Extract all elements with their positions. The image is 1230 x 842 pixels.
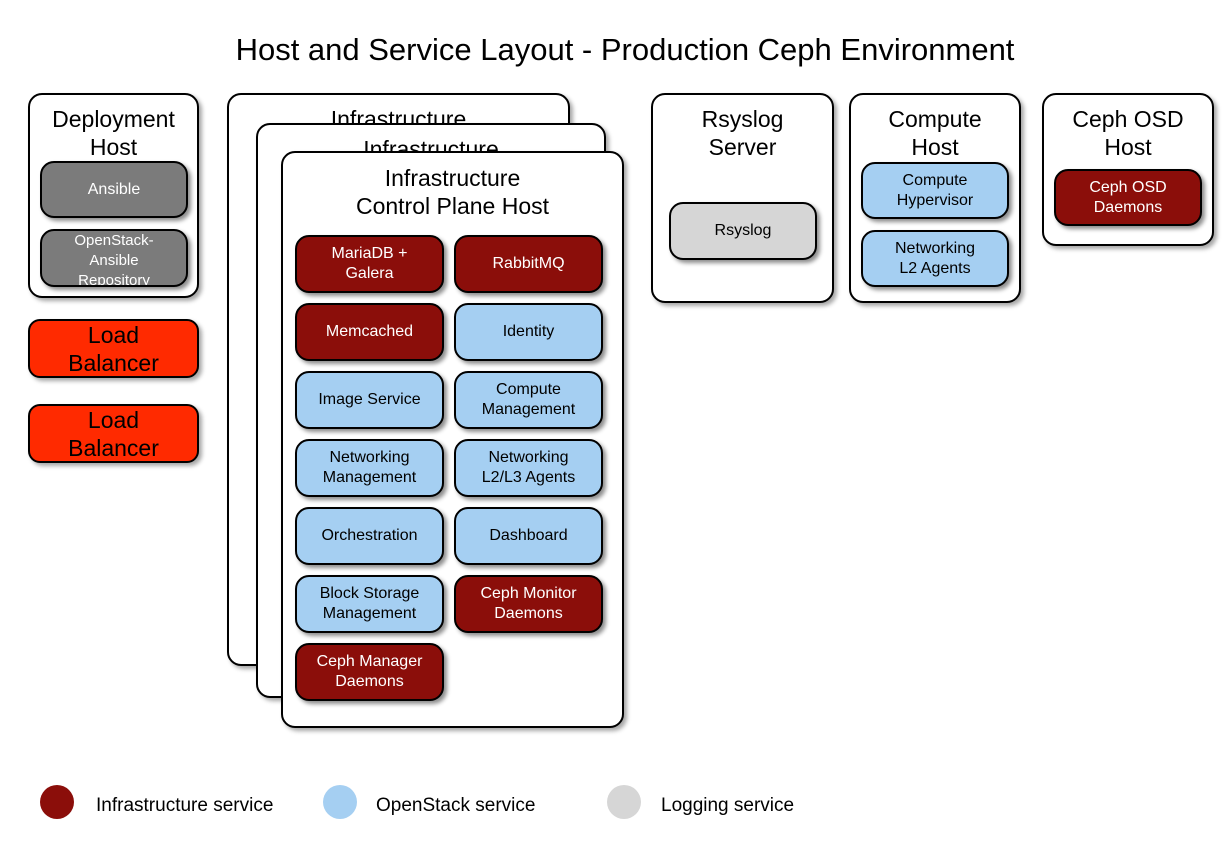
ceph-osd-host-title: Ceph OSD Host	[1072, 106, 1184, 160]
rsyslog-server-title: Rsyslog Server	[701, 106, 784, 160]
diagram-title: Host and Service Layout - Production Cep…	[235, 32, 1015, 67]
service-compute-management: Compute Management	[454, 371, 603, 429]
legend-logging-label: Logging service	[661, 795, 795, 816]
infrastructure-control-plane-host: Infrastructure Control Plane Host MariaD…	[281, 151, 624, 728]
service-dashboard: Dashboard	[454, 507, 603, 565]
legend-infrastructure-dot	[40, 785, 74, 819]
service-rabbitmq: RabbitMQ	[454, 235, 603, 293]
service-identity: Identity	[454, 303, 603, 361]
infrastructure-host-title: Infrastructure Control Plane Host	[355, 165, 550, 219]
legend-infrastructure-label: Infrastructure service	[96, 795, 274, 816]
service-openstack-ansible-repository: OpenStack- Ansible Repository	[40, 229, 188, 287]
service-orchestration: Orchestration	[295, 507, 444, 565]
legend-openstack-dot	[323, 785, 357, 819]
service-ceph-monitor-daemons: Ceph Monitor Daemons	[454, 575, 603, 633]
service-networking-l2-agents: Networking L2 Agents	[861, 230, 1009, 287]
service-mariadb-galera: MariaDB + Galera	[295, 235, 444, 293]
compute-host-title: Compute Host	[888, 106, 982, 160]
legend-logging-dot	[607, 785, 641, 819]
service-memcached: Memcached	[295, 303, 444, 361]
service-ceph-manager-daemons: Ceph Manager Daemons	[295, 643, 444, 701]
service-block-storage-management: Block Storage Management	[295, 575, 444, 633]
compute-host: Compute Host Compute Hypervisor Networki…	[849, 93, 1021, 303]
service-compute-hypervisor: Compute Hypervisor	[861, 162, 1009, 219]
rsyslog-server-host: Rsyslog Server Rsyslog	[651, 93, 834, 303]
service-networking-management: Networking Management	[295, 439, 444, 497]
deployment-host-title: Deployment Host	[52, 106, 175, 160]
legend-openstack-label: OpenStack service	[376, 795, 536, 816]
deployment-host: Deployment Host Ansible OpenStack- Ansib…	[28, 93, 199, 298]
service-ceph-osd-daemons: Ceph OSD Daemons	[1054, 169, 1202, 226]
service-ansible: Ansible	[40, 161, 188, 218]
load-balancer-2: Load Balancer	[28, 404, 199, 463]
ceph-osd-host: Ceph OSD Host Ceph OSD Daemons	[1042, 93, 1214, 246]
service-image: Image Service	[295, 371, 444, 429]
service-networking-l2-l3-agents: Networking L2/L3 Agents	[454, 439, 603, 497]
load-balancer-1: Load Balancer	[28, 319, 199, 378]
service-rsyslog: Rsyslog	[669, 202, 817, 260]
